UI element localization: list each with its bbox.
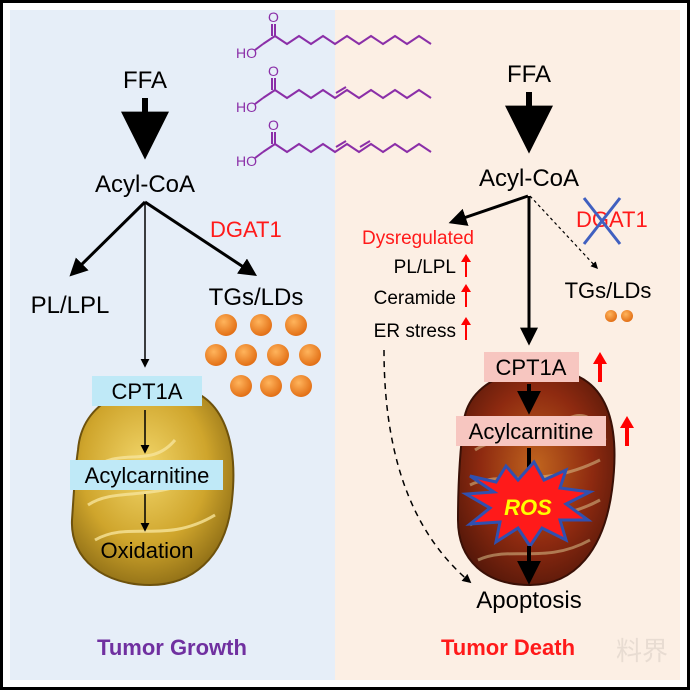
left-cpt1a-label: CPT1A bbox=[112, 379, 183, 404]
right-pl-lpl-label: PL/LPL bbox=[394, 257, 456, 278]
right-ceramide-label: Ceramide bbox=[374, 288, 456, 309]
fatty-acid-o-label: O bbox=[268, 9, 279, 25]
fatty-acid-structures bbox=[254, 24, 432, 159]
left-arrow-to-pl bbox=[69, 200, 147, 277]
right-er-stress-label: ER stress bbox=[374, 321, 456, 342]
right-acylcarnitine-label: Acylcarnitine bbox=[469, 419, 594, 444]
left-pathway: FFA Acyl-CoA DGAT1 PL/LPL TGs/LDs CPT1A … bbox=[31, 67, 321, 660]
left-caption: Tumor Growth bbox=[97, 635, 247, 660]
right-acylcarnitine-box bbox=[456, 416, 606, 446]
fatty-acid-o-label: O bbox=[268, 63, 279, 79]
left-oxidation-label: Oxidation bbox=[101, 538, 194, 563]
right-cpt1a-label: CPT1A bbox=[496, 355, 567, 380]
fatty-acid-ho-label: HO bbox=[236, 45, 257, 61]
lipid-droplets-cluster bbox=[205, 314, 321, 397]
right-tgs-lds-label: TGs/LDs bbox=[565, 278, 652, 303]
left-ffa-label: FFA bbox=[123, 67, 167, 94]
fatty-acid-ho-label: HO bbox=[236, 99, 257, 115]
left-arrow-to-tgs bbox=[144, 200, 258, 276]
small-lipid-droplet bbox=[605, 310, 617, 322]
right-apoptosis-label: Apoptosis bbox=[476, 587, 581, 614]
left-pl-lpl-label: PL/LPL bbox=[31, 292, 110, 319]
right-ffa-label: FFA bbox=[507, 61, 551, 88]
small-lipid-droplet bbox=[621, 310, 633, 322]
right-pathway: FFA Acyl-CoA Dysregulated PL/LPL Ceramid… bbox=[362, 61, 651, 660]
polyunsaturated-fatty-acid bbox=[262, 142, 432, 154]
fatty-acid-ho-label: HO bbox=[236, 153, 257, 169]
monounsaturated-fatty-acid bbox=[262, 88, 432, 100]
left-acylcarnitine-label: Acylcarnitine bbox=[85, 463, 210, 488]
right-arrow-to-dysregulated bbox=[448, 194, 529, 226]
left-tgs-lds-label: TGs/LDs bbox=[209, 284, 304, 311]
right-caption: Tumor Death bbox=[441, 635, 575, 660]
saturated-fatty-acid bbox=[262, 34, 432, 46]
right-cpt1a-box bbox=[484, 352, 579, 382]
ros-burst-icon: ROS bbox=[461, 459, 596, 549]
er-stress-dashed-arrow-to-apoptosis bbox=[383, 349, 472, 584]
left-dgat1-label: DGAT1 bbox=[210, 217, 282, 242]
right-dgat1-label: DGAT1 bbox=[576, 207, 648, 232]
right-dashed-arrow-to-tgs bbox=[529, 195, 598, 270]
left-cpt1a-box bbox=[92, 376, 202, 406]
left-acylcoa-label: Acyl-CoA bbox=[95, 171, 195, 198]
fatty-acid-o-label: O bbox=[268, 117, 279, 133]
right-acylcoa-label: Acyl-CoA bbox=[479, 165, 579, 192]
corner-watermark: 料界 bbox=[616, 636, 668, 666]
right-dysregulated-label: Dysregulated bbox=[362, 228, 474, 249]
left-acylcarnitine-box bbox=[70, 460, 223, 490]
ros-label: ROS bbox=[504, 495, 552, 520]
fatty-acid-labels: HO O HO O HO O bbox=[236, 9, 279, 169]
